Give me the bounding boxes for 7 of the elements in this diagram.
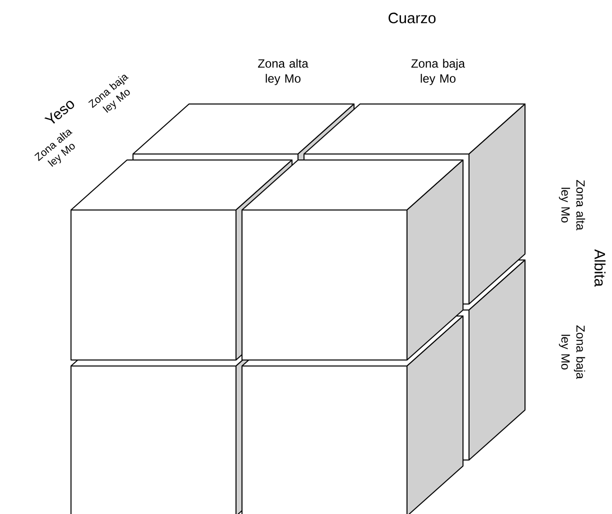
zone-label: Zona alta ley Mo	[258, 58, 308, 86]
zone-label: Zona baja ley Mo	[558, 325, 586, 379]
zone-label: Zona alta ley Mo	[558, 180, 586, 230]
axis-title: Albita	[594, 249, 606, 287]
axis-title: Cuarzo	[388, 12, 436, 24]
zone-label: Zona baja ley Mo	[411, 58, 465, 86]
axis-title: Yeso	[44, 100, 74, 124]
